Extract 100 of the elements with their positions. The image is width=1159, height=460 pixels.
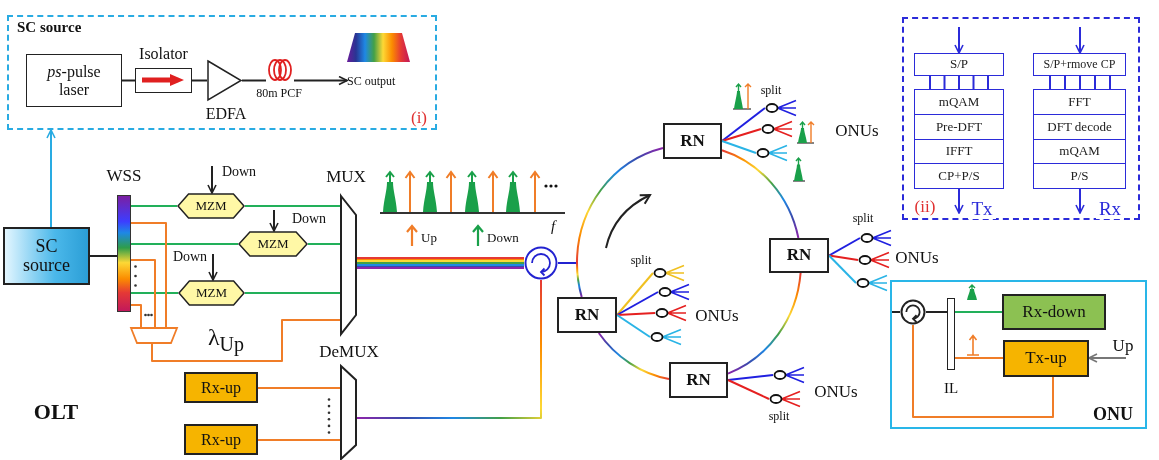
processing-step: CP+P/S [915, 164, 1003, 188]
connector-line [616, 291, 659, 316]
splitter-symbol [860, 229, 892, 247]
remote-node-box: RN [769, 238, 829, 273]
remote-node-box: RN [557, 297, 617, 333]
processing-step: Pre-DFT [915, 114, 1003, 140]
connector-line [130, 304, 142, 328]
arrow [954, 188, 964, 214]
ring-arc [597, 332, 670, 381]
splitter-symbol [761, 120, 793, 138]
connector-line [130, 259, 156, 328]
connector-line [191, 79, 208, 82]
connector-line [954, 311, 1003, 313]
component-label: EDFA [204, 104, 248, 124]
remote-node-box: RN [663, 123, 722, 159]
connector-line [987, 75, 989, 90]
connector-line [89, 255, 118, 257]
processing-stack [914, 89, 1004, 189]
split-label: split [759, 83, 783, 97]
connector-line [1064, 75, 1066, 90]
panel-title: ONU [1093, 405, 1133, 425]
source-box: SC source [3, 227, 90, 285]
arrow [46, 129, 56, 228]
ring-arc [576, 147, 664, 264]
connector-line [727, 374, 774, 381]
splitter-symbol [769, 390, 801, 408]
receiver-box: Rx-down [1002, 294, 1106, 330]
ring-arc [727, 272, 802, 375]
connector-line [954, 357, 1004, 359]
process-block: S/P+rmove CP [1033, 53, 1126, 76]
arrow [1088, 353, 1127, 363]
modulator-hexagon: MZM [178, 280, 245, 306]
arrow [208, 253, 218, 281]
output-label: SC output [347, 73, 397, 89]
connector-line [929, 75, 931, 90]
processing-stack [1033, 89, 1126, 189]
combiner-shape [130, 327, 178, 344]
connector-line [958, 75, 960, 90]
connector-line [130, 243, 239, 245]
arrow [269, 209, 279, 232]
processing-step: IFFT [915, 139, 1003, 165]
onu-label: ONUs [813, 381, 859, 403]
connector-line [557, 262, 578, 264]
component-label: DeMUX [318, 342, 380, 362]
connector-line [244, 292, 341, 294]
connector-line [130, 205, 178, 207]
onu-panel [890, 280, 1147, 429]
component-label: WSS [105, 165, 143, 187]
transmitter-box: Tx-up [1003, 340, 1089, 377]
legend-label: Down [487, 230, 520, 246]
connector-line [727, 379, 770, 400]
connector-line [244, 205, 341, 207]
processing-step: P/S [1034, 164, 1125, 188]
onu-label: ONUs [894, 247, 940, 269]
edge-label: Rx [1096, 199, 1124, 219]
edge-label: Tx [968, 199, 996, 219]
connector-line [130, 222, 167, 328]
splitter-symbol [858, 251, 890, 269]
arrow [293, 75, 348, 86]
receiver-box: Rx-up [184, 372, 258, 403]
connector-line [721, 128, 762, 142]
connector-line [257, 439, 341, 441]
connector-line [972, 75, 975, 90]
dashed-panel [902, 17, 1140, 220]
circulator-symbol [900, 299, 926, 325]
legend-label: Up [421, 230, 438, 246]
connector-line [828, 254, 859, 261]
modulator-hexagon: MZM [238, 231, 308, 257]
circulator-symbol [524, 246, 558, 280]
splitter-symbol [773, 366, 805, 384]
connector-line [121, 79, 136, 82]
connector-line [151, 319, 341, 362]
process-block: S/P [914, 53, 1004, 76]
connector-line [943, 75, 946, 90]
axis-label: f [549, 217, 558, 235]
connector-line [307, 243, 341, 245]
processing-step: FFT [1034, 90, 1125, 115]
ring-arc [721, 149, 800, 239]
panel-title: SC source [17, 19, 82, 36]
receiver-box: Rx-up [184, 424, 258, 455]
connector-line [828, 254, 857, 284]
arrow [1075, 188, 1085, 214]
component-label: IL [942, 379, 960, 397]
panel-number: (ii) [913, 196, 937, 218]
connector-line [721, 140, 757, 154]
connector-line [616, 312, 656, 316]
splitter-symbol [653, 264, 685, 282]
modulator-hexagon: MZM [177, 193, 245, 219]
arrow [954, 26, 964, 54]
connector-line [721, 107, 766, 142]
section-label: OLT [32, 398, 80, 426]
processing-step: mQAM [1034, 139, 1125, 165]
connector-line [1094, 75, 1096, 90]
splitter-symbol [856, 274, 888, 292]
connector-line [925, 311, 948, 313]
splitter-symbol [658, 283, 690, 301]
connector-line [828, 237, 861, 257]
laser-box: ps-pulse laser [26, 54, 122, 107]
splitter-symbol [655, 304, 687, 322]
onu-label: ONUs [694, 305, 740, 327]
